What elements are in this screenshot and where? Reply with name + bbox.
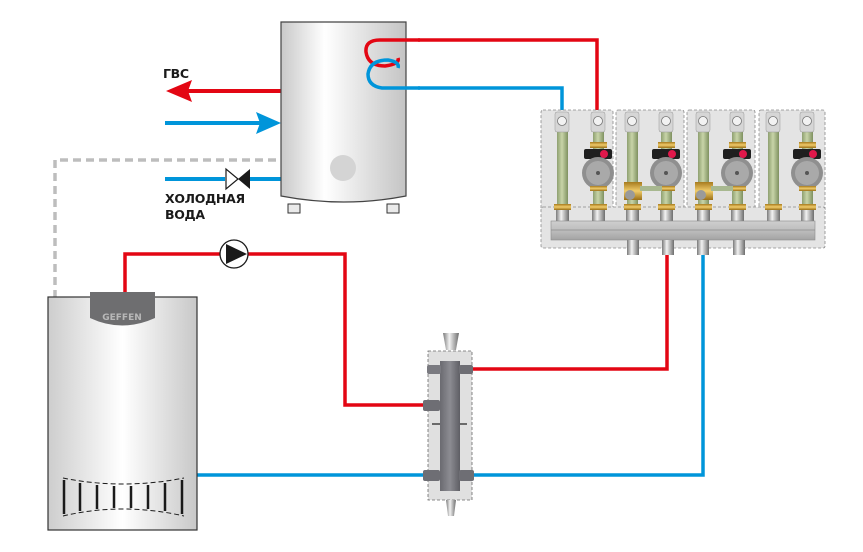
inspection-flange	[330, 155, 356, 181]
arrow-left-icon	[166, 80, 192, 102]
circulation-pump-icon	[219, 239, 249, 269]
coil-cold	[366, 58, 420, 90]
hydraulic-separator	[423, 333, 474, 516]
control-signal-line	[53, 158, 285, 298]
boiler: GEFFEN	[47, 292, 198, 531]
boiler-supply-line	[123, 252, 220, 293]
manifold-supply-line	[470, 255, 669, 371]
burner-window-icon	[62, 477, 185, 517]
label-cold-water-1: ХОЛОДНАЯ	[165, 191, 245, 206]
indirect-water-heater	[280, 21, 420, 214]
label-cold-water-2: ВОДА	[165, 207, 205, 222]
collector-outlets	[627, 240, 745, 255]
heater-return-line	[418, 86, 564, 118]
thermometer-gauges	[554, 111, 815, 133]
hot-water-outlet	[166, 80, 282, 102]
manifold-return-line	[470, 255, 705, 477]
recirculation-inlet	[165, 112, 281, 134]
collector-bar	[550, 220, 816, 241]
distribution-manifold	[540, 109, 826, 255]
heater-supply-line	[418, 38, 599, 118]
mixing-valves	[624, 182, 733, 200]
riser-fittings	[554, 204, 816, 210]
label-hot-water: ГВС	[163, 66, 189, 81]
boiler-supply-line-2	[248, 252, 425, 407]
boiler-brand-label: GEFFEN	[102, 313, 142, 323]
shutoff-valve-icon	[225, 167, 250, 191]
arrow-right-icon	[256, 112, 281, 134]
boiler-control-panel	[90, 292, 155, 326]
collector-stubs	[556, 210, 814, 222]
